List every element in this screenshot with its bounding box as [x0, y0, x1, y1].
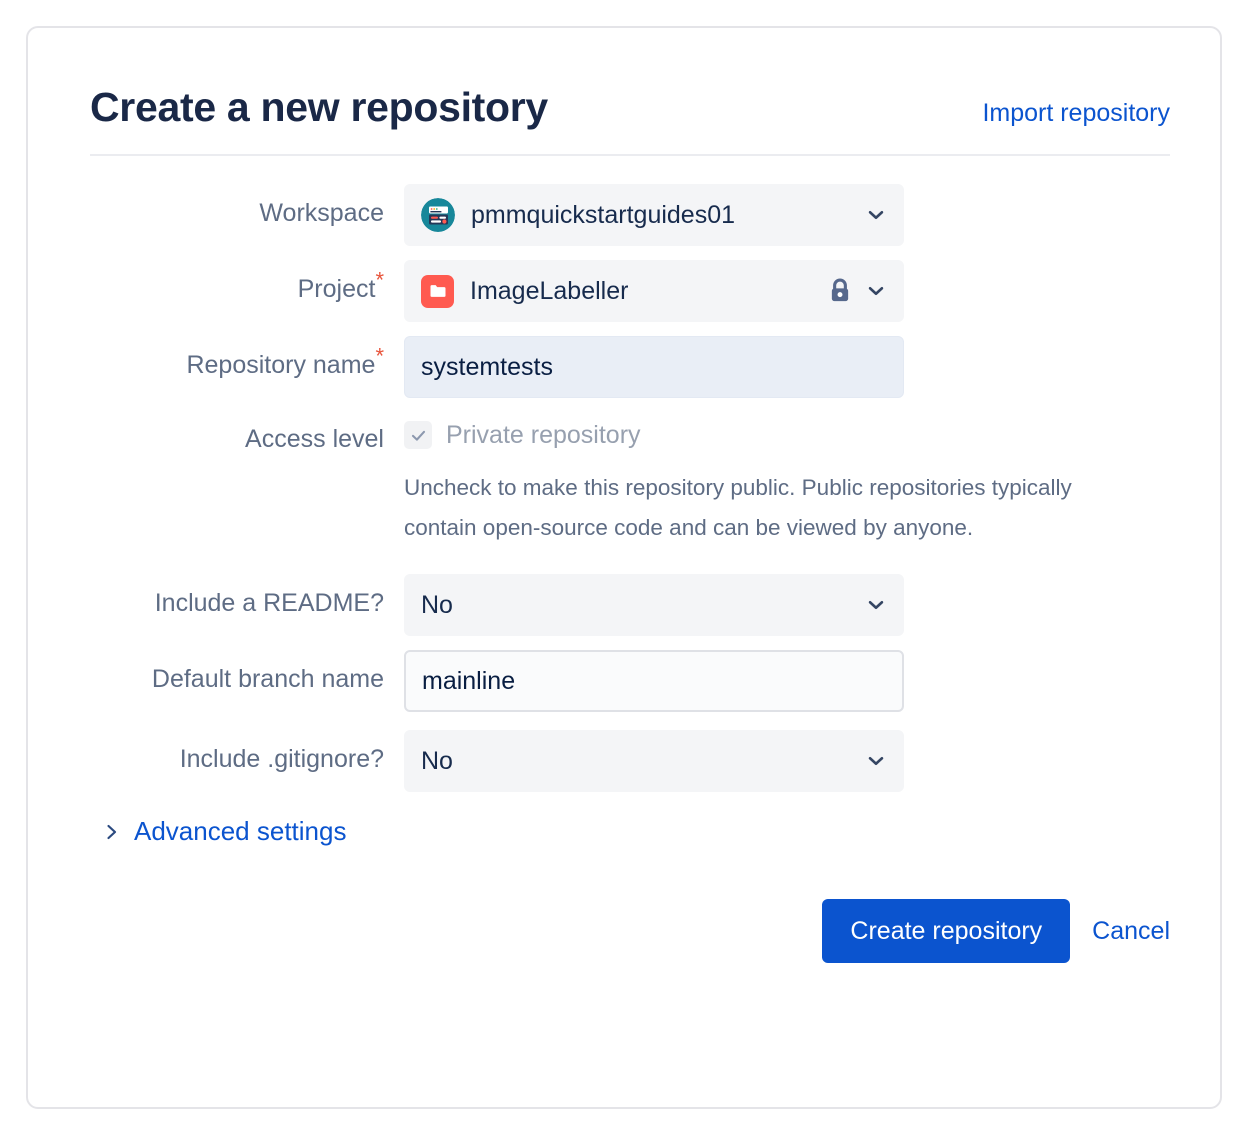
include-readme-control: No [404, 574, 1170, 637]
repository-name-label: Repository name* [90, 336, 404, 381]
access-level-help-text: Uncheck to make this repository public. … [404, 475, 1072, 541]
project-label-text: Project [297, 275, 376, 304]
access-level-label: Access level [245, 425, 384, 454]
default-branch-name-input[interactable] [404, 650, 904, 713]
advanced-settings-label: Advanced settings [134, 816, 347, 847]
workspace-value: pmmquickstartguides01 [471, 200, 736, 229]
project-select[interactable]: ImageLabeller [404, 260, 904, 323]
project-row: Project* ImageLabeller [90, 260, 1170, 323]
project-required-marker: * [375, 267, 384, 293]
page-title: Create a new repository [90, 84, 548, 130]
default-branch-name-row: Default branch name [90, 650, 1170, 713]
repository-name-input[interactable] [404, 336, 904, 399]
include-readme-select[interactable]: No [404, 574, 904, 637]
check-icon [411, 430, 425, 441]
project-control: ImageLabeller [404, 260, 1170, 323]
access-level-control: Private repository Uncheck to make this … [404, 412, 1170, 548]
private-repository-label: Private repository [446, 420, 641, 449]
include-readme-value: No [421, 590, 453, 619]
chevron-down-icon [865, 280, 887, 302]
include-gitignore-label: Include .gitignore? [179, 745, 384, 774]
workspace-control: pmmquickstartguides01 [404, 184, 1170, 247]
access-level-row: Access level Private repository Uncheck … [90, 412, 1170, 548]
workspace-select[interactable]: pmmquickstartguides01 [404, 184, 904, 247]
chevron-right-icon [104, 822, 120, 842]
workspace-label: Workspace [259, 199, 384, 228]
chevron-down-icon [865, 594, 887, 616]
form-actions: Create repository Cancel [90, 899, 1170, 964]
include-gitignore-value: No [421, 746, 453, 775]
repository-name-label-text: Repository name [186, 351, 376, 380]
private-repository-checkbox-row[interactable]: Private repository [404, 412, 1170, 456]
include-readme-label: Include a README? [154, 589, 384, 618]
project-label: Project* [90, 260, 404, 305]
include-readme-row: Include a README? No [90, 574, 1170, 637]
folder-icon [421, 274, 454, 308]
create-repository-button[interactable]: Create repository [822, 899, 1071, 964]
card-header: Create a new repository Import repositor… [90, 83, 1170, 157]
default-branch-name-label: Default branch name [151, 665, 384, 694]
card-content: Create a new repository Import repositor… [90, 83, 1170, 964]
workspace-avatar-icon [421, 198, 455, 233]
repository-name-required-marker: * [375, 343, 384, 369]
create-repository-form: Workspace [90, 184, 1170, 964]
workspace-row: Workspace [90, 184, 1170, 247]
create-repository-card: Create a new repository Import repositor… [26, 26, 1222, 1109]
include-gitignore-row: Include .gitignore? No [90, 730, 1170, 793]
include-gitignore-select[interactable]: No [404, 730, 904, 793]
advanced-settings-toggle[interactable]: Advanced settings [104, 816, 1170, 847]
chevron-down-icon [865, 204, 887, 226]
chevron-down-icon [865, 750, 887, 772]
private-repository-checkbox[interactable] [404, 421, 432, 450]
lock-icon [827, 276, 853, 306]
import-repository-link[interactable]: Import repository [982, 99, 1170, 127]
repository-name-row: Repository name* [90, 336, 1170, 399]
cancel-button[interactable]: Cancel [1092, 916, 1170, 945]
repository-name-control [404, 336, 1170, 399]
default-branch-name-control [404, 650, 1170, 713]
include-gitignore-control: No [404, 730, 1170, 793]
project-value: ImageLabeller [470, 276, 629, 305]
